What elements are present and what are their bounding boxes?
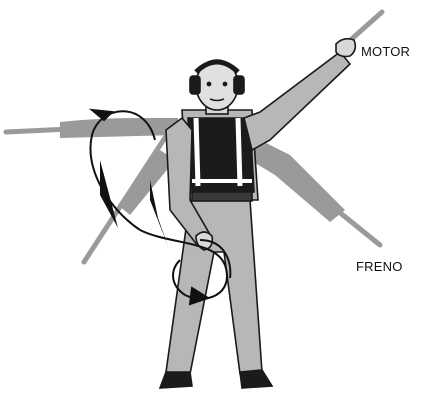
right-boot [240, 370, 272, 388]
vest-stripe-left [196, 118, 198, 186]
arrowhead-upper [92, 110, 112, 120]
ghost-sleeve-left-diagonal [118, 150, 175, 215]
eye-right [223, 82, 226, 85]
motor-label: MOTOR [361, 44, 410, 59]
freno-label: FRENO [356, 259, 403, 274]
raised-sleeve [244, 52, 350, 150]
belt [192, 192, 252, 201]
eye-left [207, 82, 210, 85]
vest-stripe-right [238, 118, 240, 186]
ear-defender-right-icon [234, 76, 244, 94]
ghost-sleeve-left [60, 118, 178, 138]
ear-defender-left-icon [190, 76, 200, 94]
raised-arm [244, 12, 382, 150]
trousers [166, 200, 262, 374]
left-boot [160, 372, 192, 388]
head [190, 60, 244, 114]
ghost-sleeve-right-down [250, 135, 345, 222]
raised-hand [336, 39, 355, 57]
